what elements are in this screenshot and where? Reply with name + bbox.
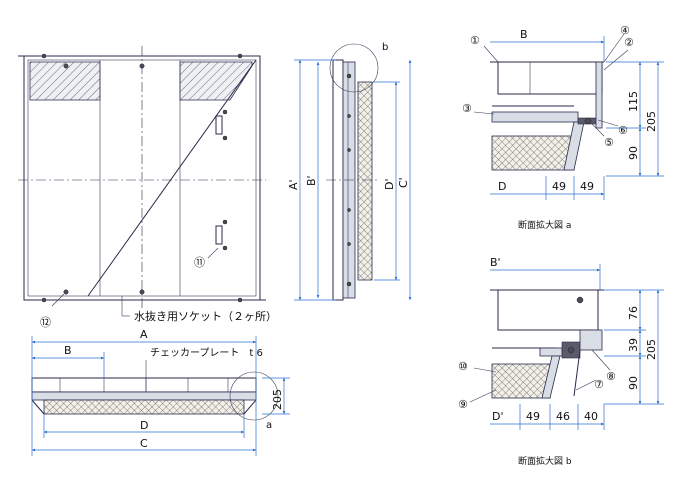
marker-9: ⑨ xyxy=(458,398,468,411)
marker-10: ⑩ xyxy=(458,360,468,373)
handle-top xyxy=(215,115,223,135)
marker-7: ⑦ xyxy=(594,378,604,391)
marker-12: ⑫ xyxy=(40,316,51,329)
dim-b-prime: B' xyxy=(305,175,318,186)
dim-c: C xyxy=(140,437,148,450)
plan-height: 205 xyxy=(271,389,284,410)
detail-a-dim-b: B xyxy=(520,28,528,41)
detail-b xyxy=(469,264,664,430)
detail-b-h90: 90 xyxy=(627,376,640,390)
marker-11: ⑪ xyxy=(194,256,205,269)
plate-note: チェッカープレート t 6 xyxy=(150,347,263,359)
marker-3: ③ xyxy=(462,102,472,115)
marker-4: ④ xyxy=(620,24,630,37)
detail-b-dim-b-prime: B' xyxy=(490,256,501,269)
marker-2: ② xyxy=(624,36,634,49)
detail-a-h90: 90 xyxy=(627,146,640,160)
detail-a-w1: 49 xyxy=(552,180,566,193)
dim-d-prime: D' xyxy=(383,179,396,191)
detail-b-w2: 46 xyxy=(556,410,570,423)
socket-note: 水抜き用ソケット（２ヶ所） xyxy=(134,309,277,323)
detail-b-w3: 40 xyxy=(584,410,598,423)
detail-b-h205: 205 xyxy=(645,339,658,360)
marker-1: ① xyxy=(470,34,480,47)
svg-text:⑪: ⑪ xyxy=(194,256,205,269)
detail-a-h115: 115 xyxy=(627,91,640,112)
dim-a: A xyxy=(140,328,148,341)
marker-8: ⑧ xyxy=(606,370,616,383)
marker-6: ⑥ xyxy=(618,124,628,137)
side-view xyxy=(294,43,412,301)
dim-a-prime: A' xyxy=(287,179,300,190)
dim-d: D xyxy=(140,419,148,432)
plan-view xyxy=(31,336,290,456)
detail-a-caption: 断面拡大図 a xyxy=(518,219,571,231)
detail-a-w2: 49 xyxy=(580,180,594,193)
detail-a-h205: 205 xyxy=(645,111,658,132)
detail-b-h76: 76 xyxy=(627,306,640,320)
detail-a xyxy=(473,33,664,200)
detail-label-b: b xyxy=(382,42,388,53)
front-view xyxy=(18,46,266,317)
dim-c-prime: C' xyxy=(397,177,410,188)
detail-b-h39: 39 xyxy=(627,338,640,352)
detail-b-w1: 49 xyxy=(526,410,540,423)
detail-b-dim-d-prime: D' xyxy=(492,410,504,423)
detail-b-caption: 断面拡大図 b xyxy=(518,455,572,467)
detail-a-dim-d: D xyxy=(498,180,506,193)
svg-text:⑫: ⑫ xyxy=(40,316,51,329)
dim-b: B xyxy=(64,344,72,357)
detail-label-a: a xyxy=(266,420,272,431)
marker-5: ⑤ xyxy=(604,136,614,149)
handle-bottom xyxy=(215,225,223,245)
